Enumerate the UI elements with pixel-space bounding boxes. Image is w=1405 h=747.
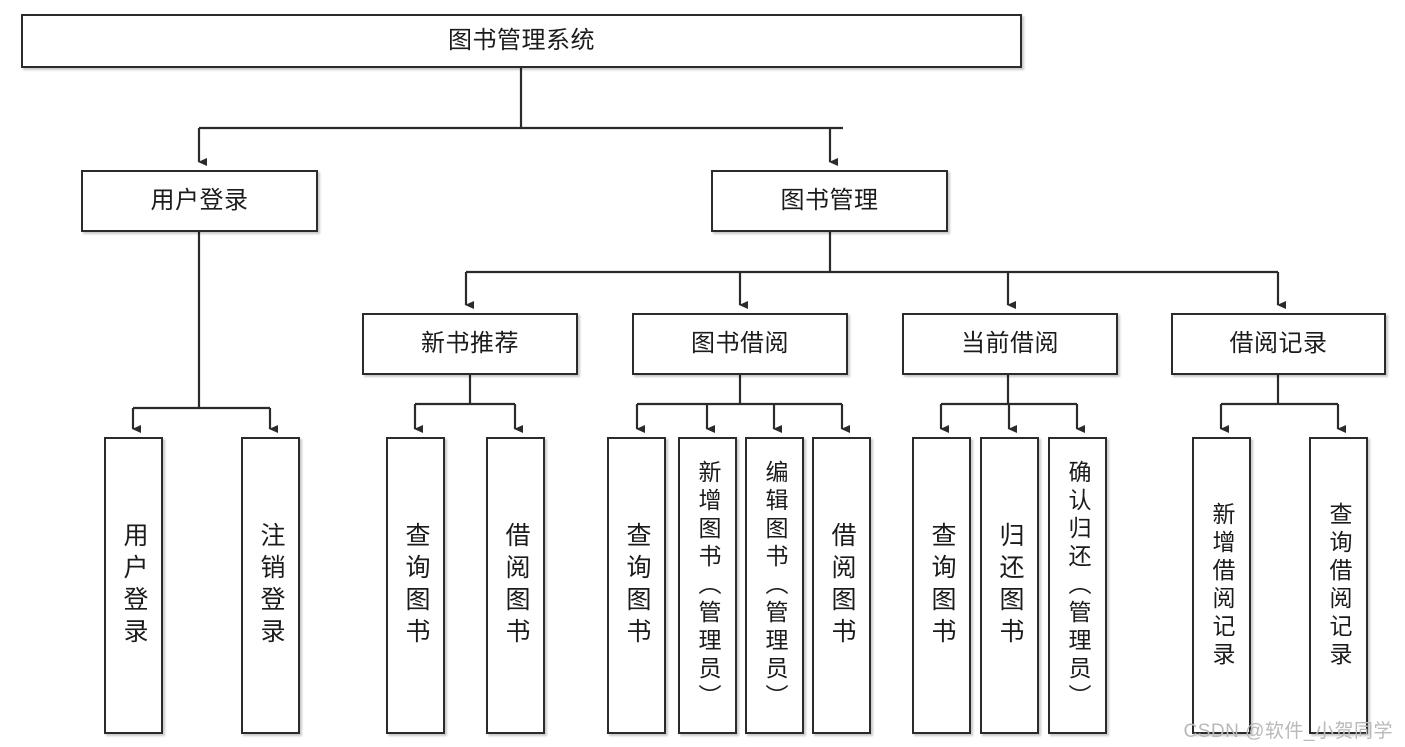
leaf-current-borrow-confirm-return-admin[interactable]: 确认归还（管理员） [1048,437,1107,734]
node-label: 借阅记录 [1229,329,1328,357]
leaf-current-borrow-return-book[interactable]: 归还图书 [980,437,1039,734]
node-label: 借阅图书 [502,521,530,650]
leaf-user-login-logout[interactable]: 注销登录 [241,437,300,734]
leaf-book-borrow-edit-book-admin[interactable]: 编辑图书（管理员） [745,437,804,734]
node-label: 查询借阅记录 [1326,501,1352,670]
node-label: 注销登录 [257,521,285,650]
watermark-text: CSDN @软件_小贺同学 [1183,721,1393,742]
node-label: 查询图书 [623,521,651,650]
leaf-current-borrow-query-book[interactable]: 查询图书 [912,437,971,734]
node-label: 用户登录 [120,521,148,650]
leaf-borrow-record-add-record[interactable]: 新增借阅记录 [1192,437,1251,734]
leaf-new-book-borrow-book[interactable]: 借阅图书 [486,437,545,734]
node-label: 查询图书 [402,521,430,650]
leaf-borrow-record-query-record[interactable]: 查询借阅记录 [1309,437,1368,734]
leaf-book-borrow-add-book-admin[interactable]: 新增图书（管理员） [678,437,737,734]
node-label: 编辑图书（管理员） [762,459,788,712]
node-label: 查询图书 [928,521,956,650]
node-label: 图书借阅 [691,329,789,357]
node-label: 新增图书（管理员） [695,459,721,712]
node-label: 归还图书 [996,521,1024,650]
node-root-book-management-system[interactable]: 图书管理系统 [21,14,1022,68]
node-label: 新书推荐 [421,329,519,357]
node-current-borrow[interactable]: 当前借阅 [902,313,1118,375]
node-user-login[interactable]: 用户登录 [81,170,318,232]
node-label: 图书管理 [780,186,879,214]
node-borrow-record[interactable]: 借阅记录 [1171,313,1386,375]
node-label: 图书管理系统 [448,26,595,54]
node-label: 新增借阅记录 [1209,501,1235,670]
leaf-new-book-query-book[interactable]: 查询图书 [386,437,445,734]
node-label: 用户登录 [150,186,249,214]
node-label: 确认归还（管理员） [1065,459,1091,712]
node-label: 借阅图书 [828,521,856,650]
node-book-borrow[interactable]: 图书借阅 [632,313,848,375]
node-label: 当前借阅 [961,329,1059,357]
node-new-book-recommend[interactable]: 新书推荐 [362,313,578,375]
leaf-book-borrow-query-book[interactable]: 查询图书 [607,437,666,734]
leaf-user-login-login[interactable]: 用户登录 [104,437,163,734]
leaf-book-borrow-borrow-book[interactable]: 借阅图书 [812,437,871,734]
node-book-management[interactable]: 图书管理 [711,170,948,232]
